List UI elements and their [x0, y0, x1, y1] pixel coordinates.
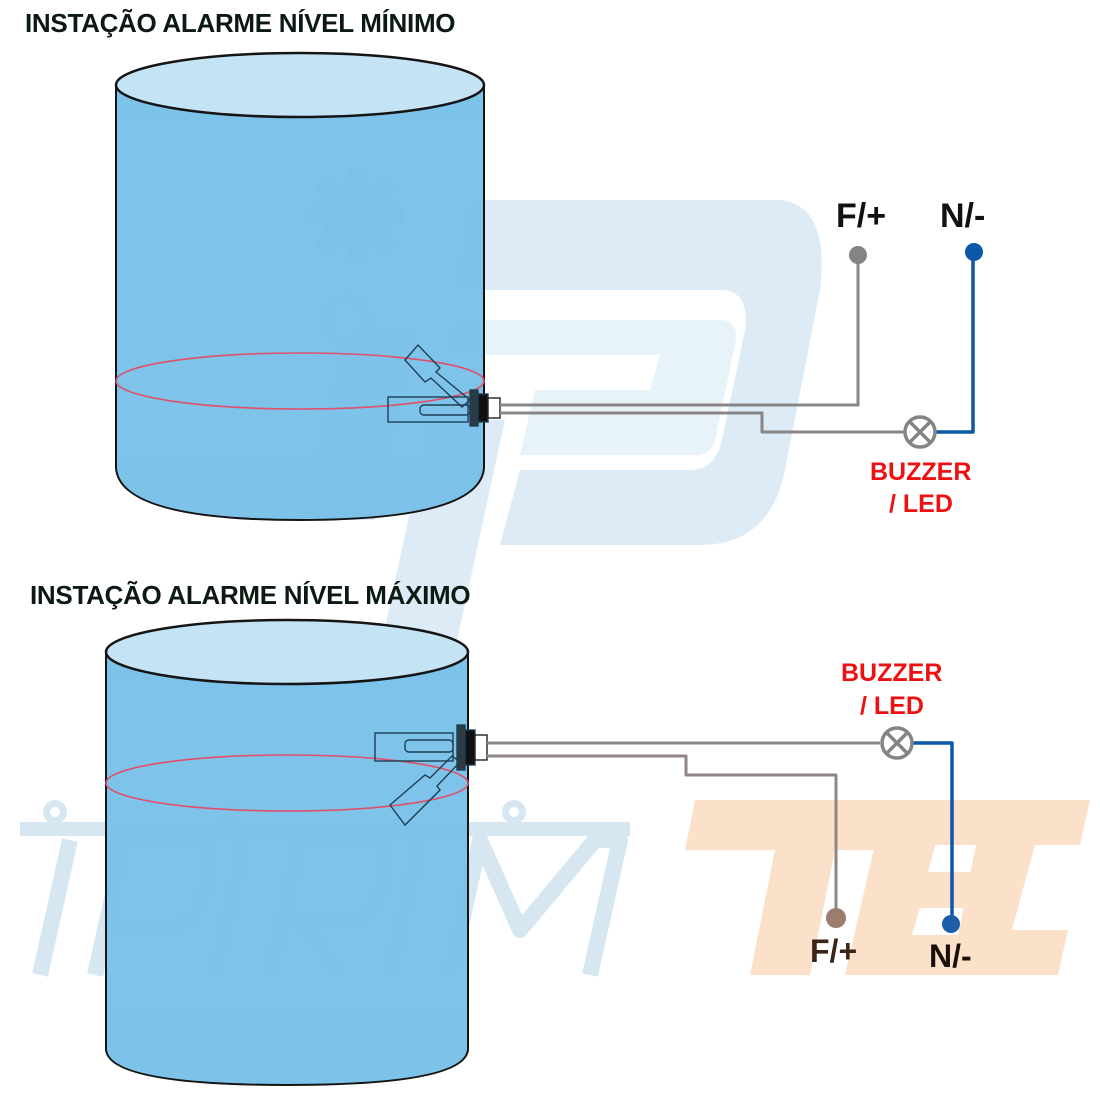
lamp-icon	[880, 726, 914, 760]
level-ring	[115, 352, 485, 410]
neutral-terminal	[942, 915, 960, 933]
phase-terminal	[826, 908, 846, 928]
tank-maximum	[104, 618, 470, 1087]
float-switch-minimum	[387, 343, 501, 427]
lamp-icon	[903, 415, 937, 449]
level-ring	[105, 754, 469, 812]
float-switch-maximum	[374, 724, 488, 827]
neutral-label: N/-	[929, 938, 972, 974]
phase-label: F/+	[836, 197, 887, 235]
title-maximum: INSTAÇÃO ALARME NÍVEL MÁXIMO	[30, 580, 471, 610]
phase-label: F/+	[810, 933, 858, 969]
alarm-label-line1: BUZZER	[870, 458, 972, 486]
alarm-label-line2: / LED	[860, 692, 924, 720]
wiring-maximum	[487, 741, 954, 920]
title-minimum: INSTAÇÃO ALARME NÍVEL MÍNIMO	[25, 8, 456, 38]
tank-minimum	[114, 51, 486, 522]
alarm-label-line2: / LED	[889, 490, 953, 518]
phase-terminal	[849, 246, 867, 264]
wiring-minimum	[500, 253, 975, 434]
neutral-terminal	[965, 243, 983, 261]
neutral-label: N/-	[940, 197, 986, 235]
alarm-label-line1: BUZZER	[841, 659, 943, 687]
